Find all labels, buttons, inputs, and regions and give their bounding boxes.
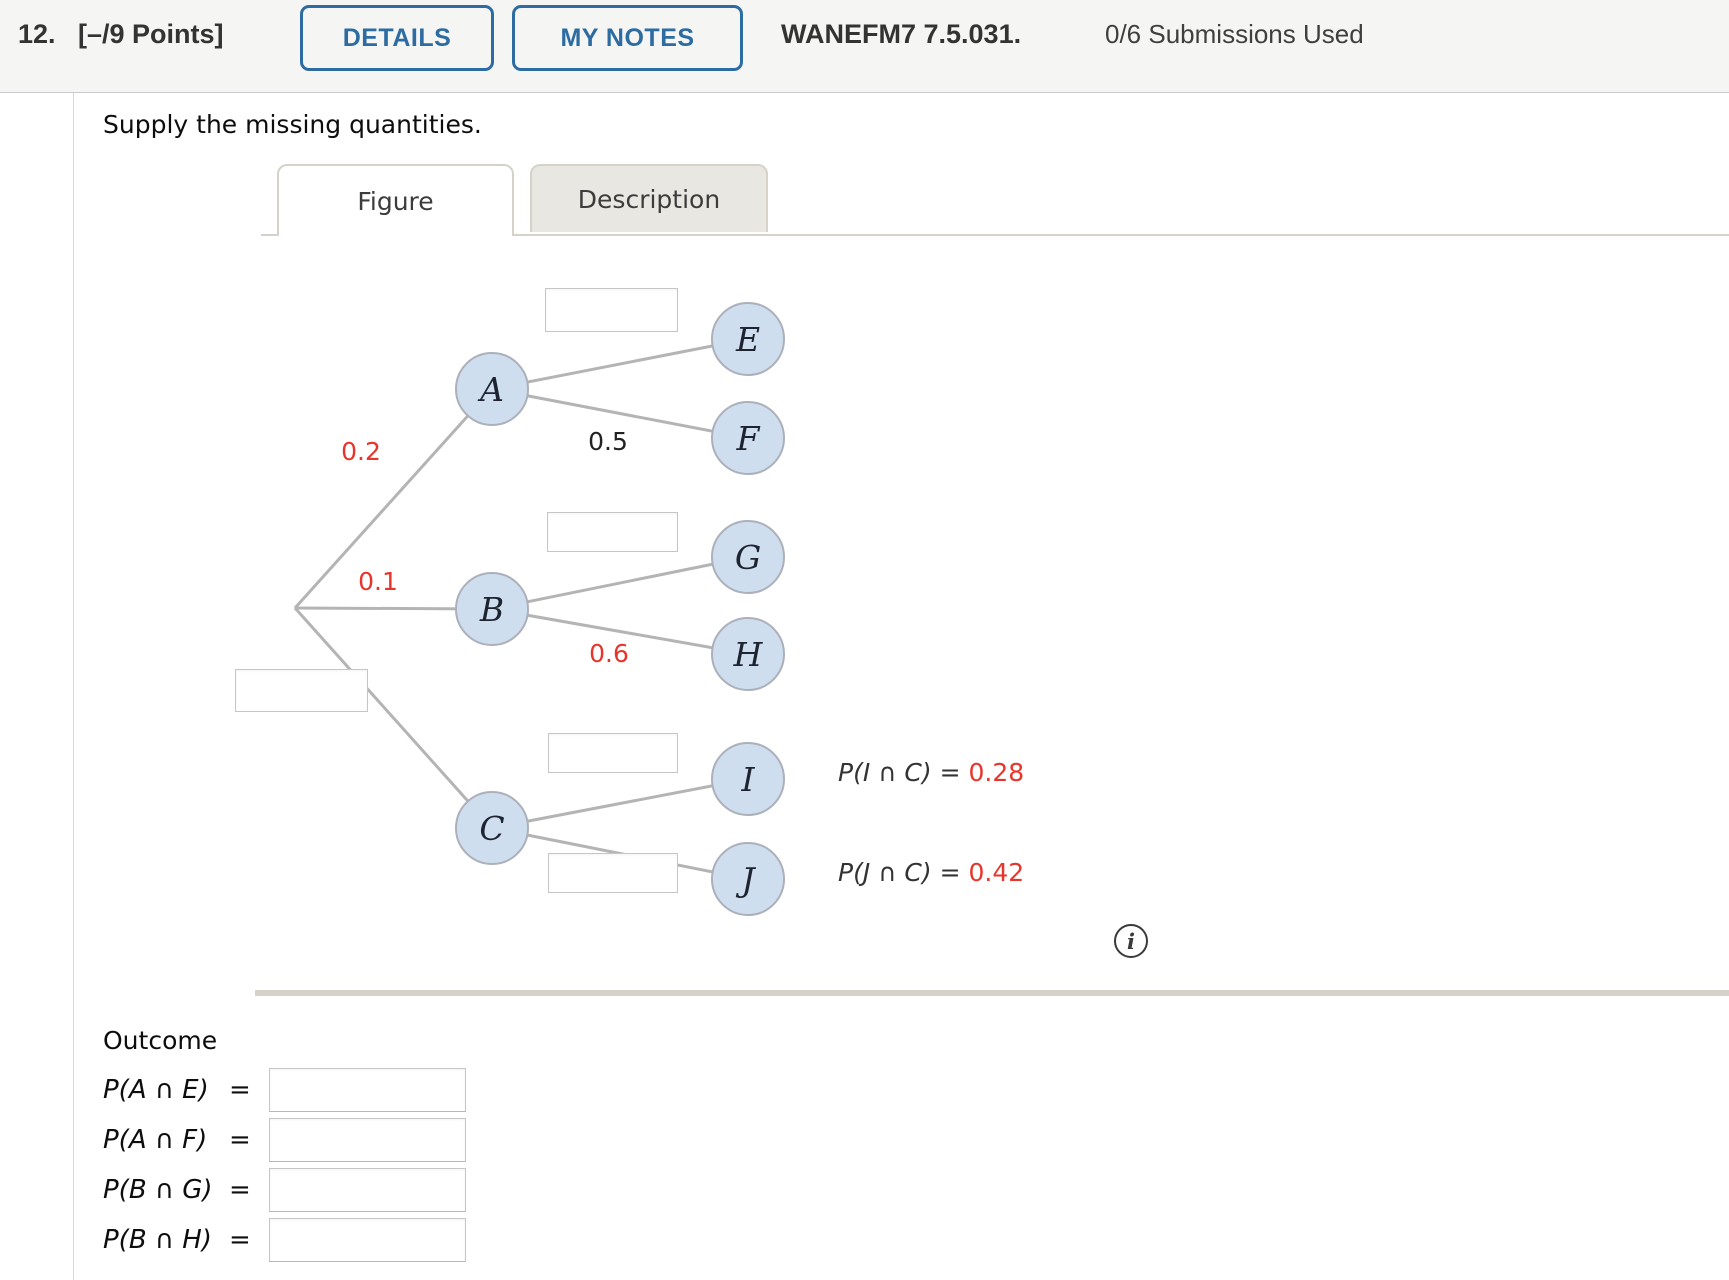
submissions-used: 0/6 Submissions Used — [1105, 19, 1364, 49]
outcome-row-b-g: P(B ∩ G) = — [103, 1168, 466, 1212]
node-g-label: G — [734, 537, 762, 577]
node-c: C — [455, 791, 529, 865]
equals-sign: = — [229, 1125, 251, 1155]
node-e-label: E — [735, 319, 761, 359]
outcome-row-a-e: P(A ∩ E) = — [103, 1068, 466, 1112]
node-b-label: B — [479, 589, 505, 629]
outcome-input-a-e[interactable] — [269, 1068, 466, 1112]
outcome-label-b-h: P(B ∩ H) — [103, 1225, 212, 1255]
equals-sign: = — [229, 1075, 251, 1105]
content-left-border — [73, 93, 74, 1280]
assignment-code: WANEFM7 7.5.031. — [781, 19, 1022, 49]
outcome-row-a-f: P(A ∩ F) = — [103, 1118, 466, 1162]
info-icon[interactable]: i — [1114, 924, 1148, 958]
equation-i-and-c-value: 0.28 — [968, 758, 1025, 787]
node-f: F — [711, 401, 785, 475]
node-f-label: F — [736, 418, 760, 458]
branch-label-root-b: 0.1 — [358, 567, 398, 596]
equals-sign: = — [939, 758, 961, 787]
my-notes-button[interactable]: MY NOTES — [512, 5, 743, 71]
equals-sign: = — [939, 858, 961, 887]
outcome-input-a-f[interactable] — [269, 1118, 466, 1162]
tab-description-label: Description — [577, 184, 721, 214]
equation-i-and-c: P(I ∩ C) = 0.28 — [838, 758, 1024, 787]
outcome-row-b-h: P(B ∩ H) = — [103, 1218, 466, 1262]
details-button[interactable]: DETAILS — [300, 5, 494, 71]
equation-i-and-c-lhs: P(I ∩ C) — [838, 758, 932, 787]
info-icon-glyph: i — [1127, 928, 1135, 954]
branch-input-root-c[interactable] — [235, 669, 368, 712]
node-i: I — [711, 742, 785, 816]
node-e: E — [711, 302, 785, 376]
tab-baseline — [261, 234, 1729, 236]
node-h: H — [711, 617, 785, 691]
equals-sign: = — [229, 1225, 251, 1255]
question-header-bar: 12. [–/9 Points] DETAILS MY NOTES WANEFM… — [0, 0, 1729, 93]
branch-label-root-a: 0.2 — [341, 437, 381, 466]
outcome-label-a-f: P(A ∩ F) — [103, 1125, 208, 1155]
equation-j-and-c-value: 0.42 — [968, 858, 1025, 887]
node-j-label: J — [741, 859, 755, 899]
points-label: [–/9 Points] — [78, 19, 224, 49]
equation-j-and-c: P(J ∩ C) = 0.42 — [838, 858, 1024, 887]
equation-j-and-c-lhs: P(J ∩ C) — [838, 858, 932, 887]
outcome-input-b-g[interactable] — [269, 1168, 466, 1212]
tab-figure-label: Figure — [357, 186, 434, 216]
node-j: J — [711, 842, 785, 916]
node-b: B — [455, 572, 529, 646]
node-h-label: H — [733, 634, 763, 674]
branch-input-c-i[interactable] — [548, 733, 678, 773]
node-a-label: A — [480, 369, 504, 409]
equals-sign: = — [229, 1175, 251, 1205]
tab-description[interactable]: Description — [530, 164, 768, 232]
branch-input-b-g[interactable] — [547, 512, 678, 552]
branch-label-b-h: 0.6 — [589, 639, 629, 668]
branch-input-c-j[interactable] — [548, 853, 678, 893]
tab-figure[interactable]: Figure — [277, 164, 514, 236]
node-c-label: C — [479, 808, 505, 848]
outcome-label-b-g: P(B ∩ G) — [103, 1175, 213, 1205]
question-number: 12. — [18, 19, 56, 49]
outcome-label-a-e: P(A ∩ E) — [103, 1075, 209, 1105]
node-g: G — [711, 520, 785, 594]
question-prompt: Supply the missing quantities. — [103, 110, 482, 139]
node-i-label: I — [741, 759, 755, 799]
branch-label-a-f: 0.5 — [588, 427, 628, 456]
branch-input-a-e[interactable] — [545, 288, 678, 332]
outcome-heading: Outcome — [103, 1026, 218, 1055]
figure-panel-divider — [255, 990, 1729, 996]
node-a: A — [455, 352, 529, 426]
outcome-input-b-h[interactable] — [269, 1218, 466, 1262]
